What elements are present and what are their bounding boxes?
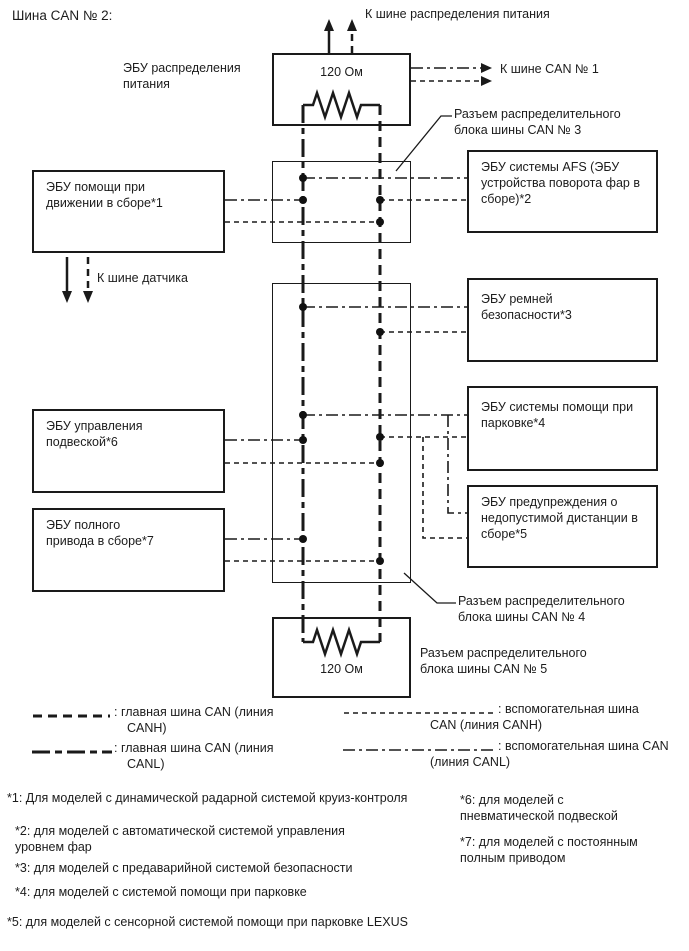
- connector-can4-label: Разъем распределительного блока шины CAN…: [458, 594, 625, 624]
- to-power-bus-label: К шине распределения питания: [365, 7, 550, 21]
- stub-canl-ecu5-branch: [447, 415, 467, 514]
- legend-aux-canh-text2: CAN (линия CANH): [430, 718, 543, 732]
- terminator-top-value: 120 Ом: [320, 65, 363, 79]
- resistor-top-zigzag: [303, 89, 380, 121]
- ecu-awd-box: ЭБУ полного привода в сборе*7: [32, 508, 225, 592]
- ecu-suspension-box: ЭБУ управления подвеской*6: [32, 409, 225, 493]
- footnote-3: *3: для моделей с предаварийной системой…: [15, 861, 353, 875]
- legend-main-canl-text2: CANL): [127, 757, 165, 771]
- junction-box-can3: [272, 161, 411, 243]
- arrow-can1-canh-head: [481, 76, 492, 86]
- ecu-seat-belt-box: ЭБУ ремней безопасности*3: [467, 278, 658, 362]
- footnote-6: *6: для моделей с пневматической подвеск…: [460, 793, 618, 823]
- legend-main-canl-text: : главная шина CAN (линия: [114, 741, 274, 755]
- resistor-bottom-zigzag: [303, 626, 380, 658]
- junction-box-can4: [272, 283, 411, 583]
- arrow-sensor-solid-head: [62, 291, 72, 303]
- footnote-1: *1: Для моделей с динамической радарной …: [7, 791, 408, 805]
- ecu-afs-box: ЭБУ системы AFS (ЭБУ устройства поворота…: [467, 150, 658, 233]
- terminator-bottom-box: 120 Ом: [272, 617, 411, 698]
- power-distribution-ecu-label: ЭБУ распределения питания: [123, 61, 241, 91]
- leader-connector-can4: [403, 572, 456, 604]
- ecu-parking-assist-box: ЭБУ системы помощи при парковке*4: [467, 386, 658, 471]
- footnote-2: *2: для моделей с автоматической системо…: [15, 824, 345, 854]
- arrow-up-solid-head: [324, 19, 334, 31]
- legend-aux-canl-text2: (линия CANL): [430, 755, 511, 769]
- footnote-7: *7: для моделей с постоянным полным прив…: [460, 835, 638, 865]
- terminator-top-box: 120 Ом: [272, 53, 411, 126]
- arrow-sensor-dashed-head: [83, 291, 93, 303]
- connector-can5-label: Разъем распределительного блока шины CAN…: [420, 646, 587, 676]
- leader-connector-can3: [395, 115, 452, 172]
- aux-canl-stubs: [225, 177, 467, 540]
- legend-aux-canl-text: : вспомогательная шина CAN: [498, 739, 669, 753]
- footnote-4: *4: для моделей с системой помощи при па…: [15, 885, 307, 899]
- ecu-driving-support-box: ЭБУ помощи при движении в сборе*1: [32, 170, 225, 253]
- arrow-up-dashed-head: [347, 19, 357, 31]
- ecu-distance-warning-box: ЭБУ предупреждения о недопустимой дистан…: [467, 485, 658, 568]
- legend-main-canh-text: : главная шина CAN (линия: [114, 705, 274, 719]
- legend-main-canh-text2: CANH): [127, 721, 167, 735]
- terminator-bottom-value: 120 Ом: [320, 662, 363, 676]
- connector-can3-label: Разъем распределительного блока шины CAN…: [454, 107, 621, 137]
- page-title: Шина CAN № 2:: [12, 8, 113, 23]
- footnote-5: *5: для моделей с сенсорной системой пом…: [7, 915, 408, 929]
- stub-canh-ecu5-branch: [422, 437, 467, 539]
- to-can1-label: К шине CAN № 1: [500, 62, 599, 76]
- legend-aux-canh-text: : вспомогательная шина: [498, 702, 639, 716]
- to-sensor-bus-label: К шине датчика: [97, 271, 188, 285]
- junction-dots: [299, 174, 384, 565]
- aux-canh-stubs: [225, 199, 467, 562]
- arrow-can1-canl-head: [481, 63, 492, 73]
